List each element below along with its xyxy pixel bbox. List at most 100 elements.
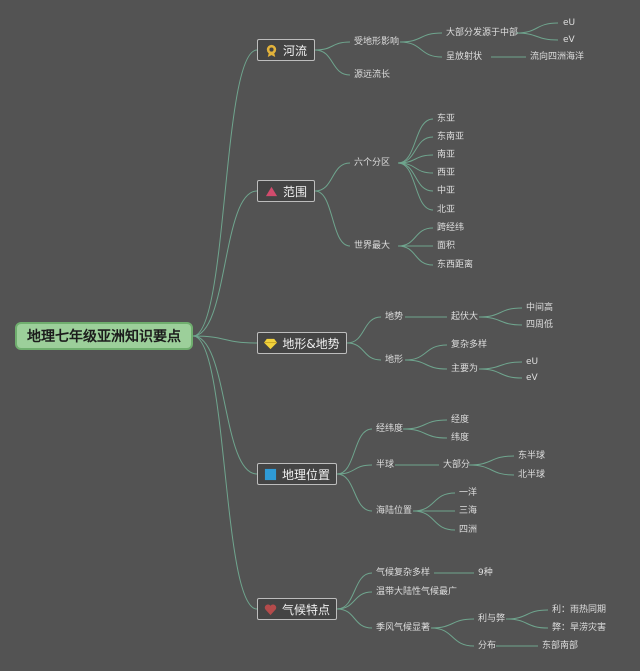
connector-line <box>478 307 523 318</box>
connector-line <box>402 419 448 430</box>
connector-line <box>399 41 443 58</box>
scope-central[interactable]: 中亚 <box>437 186 456 196</box>
river-origin[interactable]: 大部分发源于中部 <box>446 28 519 38</box>
connector-line <box>397 227 434 247</box>
river-flow[interactable]: 流向四洲海洋 <box>530 52 585 62</box>
connector-line <box>404 359 448 370</box>
location-seas[interactable]: 三海 <box>459 506 478 516</box>
climate-complex[interactable]: 气候复杂多样 <box>376 568 431 578</box>
climate-eastsouth[interactable]: 东部南部 <box>542 641 579 651</box>
scope-area[interactable]: 面积 <box>437 241 456 251</box>
connector-line <box>192 335 258 344</box>
landform-high[interactable]: 中间高 <box>526 303 554 313</box>
location-sealand[interactable]: 海陆位置 <box>376 506 413 516</box>
connector-line <box>192 190 258 337</box>
connector-line <box>336 591 373 610</box>
location-continents[interactable]: 四洲 <box>459 525 478 535</box>
climate-con[interactable]: 弊：旱涝灾害 <box>552 623 607 633</box>
river-radial[interactable]: 呈放射状 <box>446 52 483 62</box>
topic-label: 地形&地势 <box>282 336 340 351</box>
connector-line <box>192 49 258 337</box>
climate-monsoon[interactable]: 季风气候显著 <box>376 623 431 633</box>
landform-varied[interactable]: 起伏大 <box>451 312 479 322</box>
climate-pro[interactable]: 利：雨热同期 <box>552 605 607 615</box>
landform-main[interactable]: 主要为 <box>451 364 479 374</box>
location-easth[interactable]: 东半球 <box>518 451 546 461</box>
connector-line <box>336 608 373 629</box>
river-terrain[interactable]: 受地形影响 <box>354 37 400 47</box>
connector-line <box>397 118 434 164</box>
topic-climate[interactable]: 气候特点 <box>257 598 337 620</box>
landform-relief[interactable]: 地势 <box>385 312 404 322</box>
topic-landform[interactable]: 地形&地势 <box>257 332 347 354</box>
river-ou[interactable]: eU <box>563 18 576 28</box>
location-northh[interactable]: 北半球 <box>518 470 546 480</box>
connector-line <box>412 510 456 531</box>
medal-icon <box>266 44 277 57</box>
connector-line <box>399 32 443 43</box>
connector-line <box>402 428 448 439</box>
connector-line <box>192 335 258 610</box>
connector-line <box>192 335 258 475</box>
scope-east[interactable]: 东亚 <box>437 114 456 124</box>
connector-line <box>314 190 351 247</box>
landform-shape[interactable]: 地形 <box>385 355 404 365</box>
location-lon[interactable]: 经度 <box>451 415 470 425</box>
connector-line <box>468 455 515 466</box>
topic-label: 气候特点 <box>281 602 330 617</box>
climate-nine[interactable]: 9种 <box>478 568 493 578</box>
connector-line <box>336 428 373 475</box>
square-icon <box>264 468 277 480</box>
landform-complex[interactable]: 复杂多样 <box>451 340 488 350</box>
climate-proscons[interactable]: 利与弊 <box>478 614 506 624</box>
location-most[interactable]: 大部分 <box>443 460 471 470</box>
topic-scope[interactable]: 范围 <box>257 180 315 202</box>
connector-line <box>478 316 523 326</box>
climate-temperate[interactable]: 温带大陆性气候最广 <box>376 587 458 597</box>
location-hemi[interactable]: 半球 <box>376 460 395 470</box>
connector-line <box>412 492 456 512</box>
topic-label: 范围 <box>282 184 307 199</box>
scope-six[interactable]: 六个分区 <box>354 158 391 168</box>
connector-line <box>314 49 351 76</box>
connector-line <box>336 464 373 475</box>
scope-span[interactable]: 跨经纬 <box>437 223 465 233</box>
connector-line <box>346 316 382 344</box>
topic-label: 河流 <box>282 43 307 58</box>
diamond-icon <box>264 338 278 349</box>
connector-line <box>404 344 448 361</box>
topic-location[interactable]: 地理位置 <box>257 463 337 485</box>
scope-west[interactable]: 西亚 <box>437 168 456 178</box>
connector-line <box>314 41 351 51</box>
topic-label: 地理位置 <box>281 467 330 482</box>
connector-line <box>336 473 373 512</box>
connector-line <box>430 627 475 647</box>
scope-largest[interactable]: 世界最大 <box>354 241 391 251</box>
connector-line <box>314 162 351 192</box>
topic-rivers[interactable]: 河流 <box>257 39 315 61</box>
location-oceans[interactable]: 一洋 <box>459 488 478 498</box>
scope-southeast[interactable]: 东南亚 <box>437 132 465 142</box>
river-ev[interactable]: eV <box>563 35 575 45</box>
location-lat[interactable]: 纬度 <box>451 433 470 443</box>
connector-line <box>515 32 559 41</box>
connector-line <box>505 618 549 629</box>
connector-line <box>430 618 475 629</box>
climate-dist[interactable]: 分布 <box>478 641 497 651</box>
connector-line <box>515 22 559 34</box>
landform-ou[interactable]: eU <box>526 357 539 367</box>
scope-ew[interactable]: 东西距离 <box>437 260 474 270</box>
location-latlon[interactable]: 经纬度 <box>376 424 404 434</box>
landform-low[interactable]: 四周低 <box>526 320 554 330</box>
scope-north[interactable]: 北亚 <box>437 205 456 215</box>
landform-ev[interactable]: eV <box>526 373 538 383</box>
root-topic[interactable]: 地理七年级亚洲知识要点 <box>15 322 193 350</box>
triangle-icon <box>265 186 278 196</box>
connector-line <box>478 368 523 379</box>
connector-line <box>336 572 373 610</box>
river-long[interactable]: 源远流长 <box>354 70 391 80</box>
scope-south[interactable]: 南亚 <box>437 150 456 160</box>
heart-icon <box>264 603 277 615</box>
